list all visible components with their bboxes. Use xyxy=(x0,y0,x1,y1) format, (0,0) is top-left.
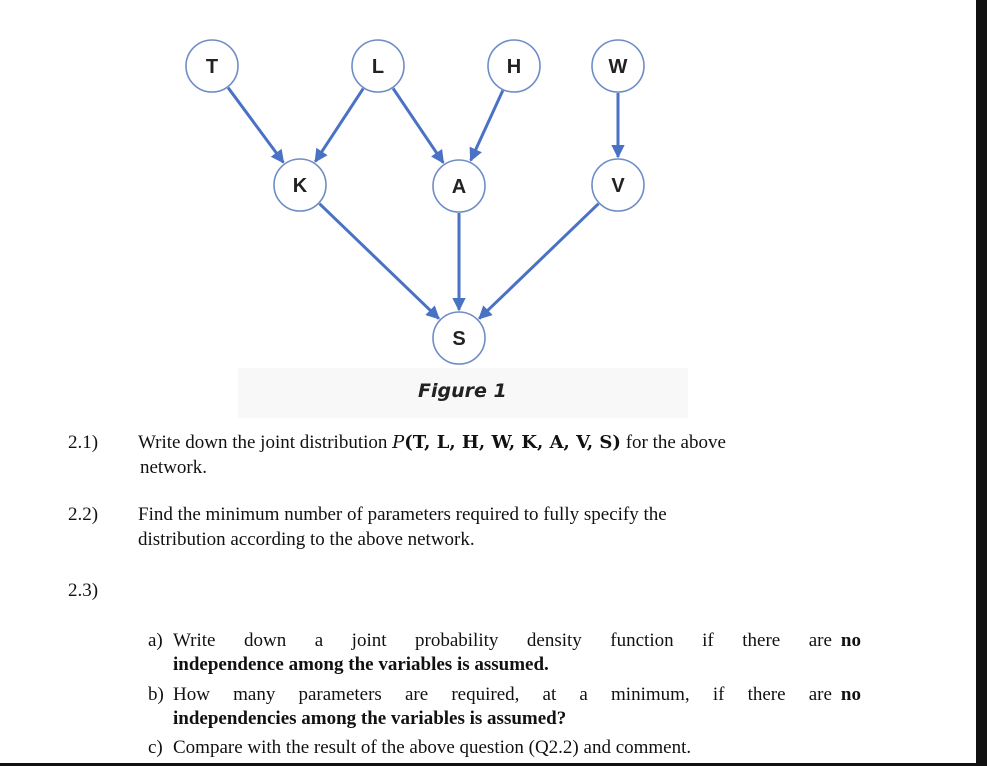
node-circle-a xyxy=(432,159,486,213)
node-label-h: H xyxy=(507,56,521,78)
node-circle-l xyxy=(351,39,405,93)
subquestion-b-text: How many parameters are required, at a m… xyxy=(173,684,832,705)
math-function-p: P xyxy=(392,432,405,453)
question-2-1-line-1: Write down the joint distribution P(T, L… xyxy=(138,431,858,455)
page-right-border xyxy=(976,0,987,766)
subquestion-b-line-2: independencies among the variables is as… xyxy=(173,708,567,729)
question-number-2-1: 2.1) xyxy=(68,432,99,453)
node-label-k: K xyxy=(293,175,308,197)
edge-v-to-s xyxy=(478,202,600,320)
node-circle-s xyxy=(432,311,486,365)
question-2-1-line-2: network. xyxy=(140,457,208,478)
node-a: A xyxy=(432,159,486,213)
node-k: K xyxy=(273,158,327,212)
page-bottom-border xyxy=(0,763,987,766)
subquestion-b-marker: b) xyxy=(148,684,164,705)
edge-h-to-a xyxy=(469,89,505,162)
question-2-1-text-after: for the above xyxy=(620,432,726,453)
subquestion-a-marker: a) xyxy=(148,630,163,651)
figure-caption-panel xyxy=(238,368,688,418)
node-label-w: W xyxy=(609,56,628,78)
question-number-2-2: 2.2) xyxy=(68,504,99,525)
node-circle-k xyxy=(273,158,327,212)
node-label-a: A xyxy=(452,176,466,198)
figure-caption: Figure 1 xyxy=(418,380,507,402)
question-2-1-text-before: Write down the joint distribution xyxy=(138,432,393,453)
question-number-2-3: 2.3) xyxy=(68,580,99,601)
node-circle-t xyxy=(185,39,239,93)
question-2-2-line-1: Find the minimum number of parameters re… xyxy=(138,504,667,525)
node-h: H xyxy=(487,39,541,93)
subquestion-a-line-2: independence among the variables is assu… xyxy=(173,654,549,675)
node-t: T xyxy=(185,39,239,93)
node-l: L xyxy=(351,39,405,93)
edge-l-to-k xyxy=(314,87,365,163)
node-circle-h xyxy=(487,39,541,93)
edge-l-to-a xyxy=(391,87,445,164)
diagram-edges xyxy=(226,86,625,320)
subquestion-a-line-1: Write down a joint probability density f… xyxy=(173,629,861,653)
node-label-l: L xyxy=(372,56,384,78)
subquestion-c-line-1: Compare with the result of the above que… xyxy=(173,737,692,758)
node-label-s: S xyxy=(452,328,465,350)
node-label-t: T xyxy=(206,56,218,78)
node-v: V xyxy=(591,158,645,212)
subquestion-a-emphasis: no xyxy=(840,630,861,651)
math-variables: (T, L, H, W, K, A, V, S) xyxy=(404,432,621,453)
node-w: W xyxy=(591,39,645,93)
node-circle-v xyxy=(591,158,645,212)
edge-t-to-k xyxy=(226,86,285,164)
node-s: S xyxy=(432,311,486,365)
subquestion-a-text: Write down a joint probability density f… xyxy=(173,630,832,651)
subquestion-b-line-1: How many parameters are required, at a m… xyxy=(173,683,861,707)
subquestion-b-emphasis: no xyxy=(840,684,861,705)
node-circle-w xyxy=(591,39,645,93)
node-label-v: V xyxy=(611,175,625,197)
edge-k-to-s xyxy=(318,202,440,320)
subquestion-c-marker: c) xyxy=(148,737,163,758)
diagram-nodes: T L H W K A V S xyxy=(185,39,645,365)
bayesian-network-diagram: T L H W K A V S xyxy=(185,39,645,365)
question-2-2-line-2: distribution according to the above netw… xyxy=(138,529,475,550)
